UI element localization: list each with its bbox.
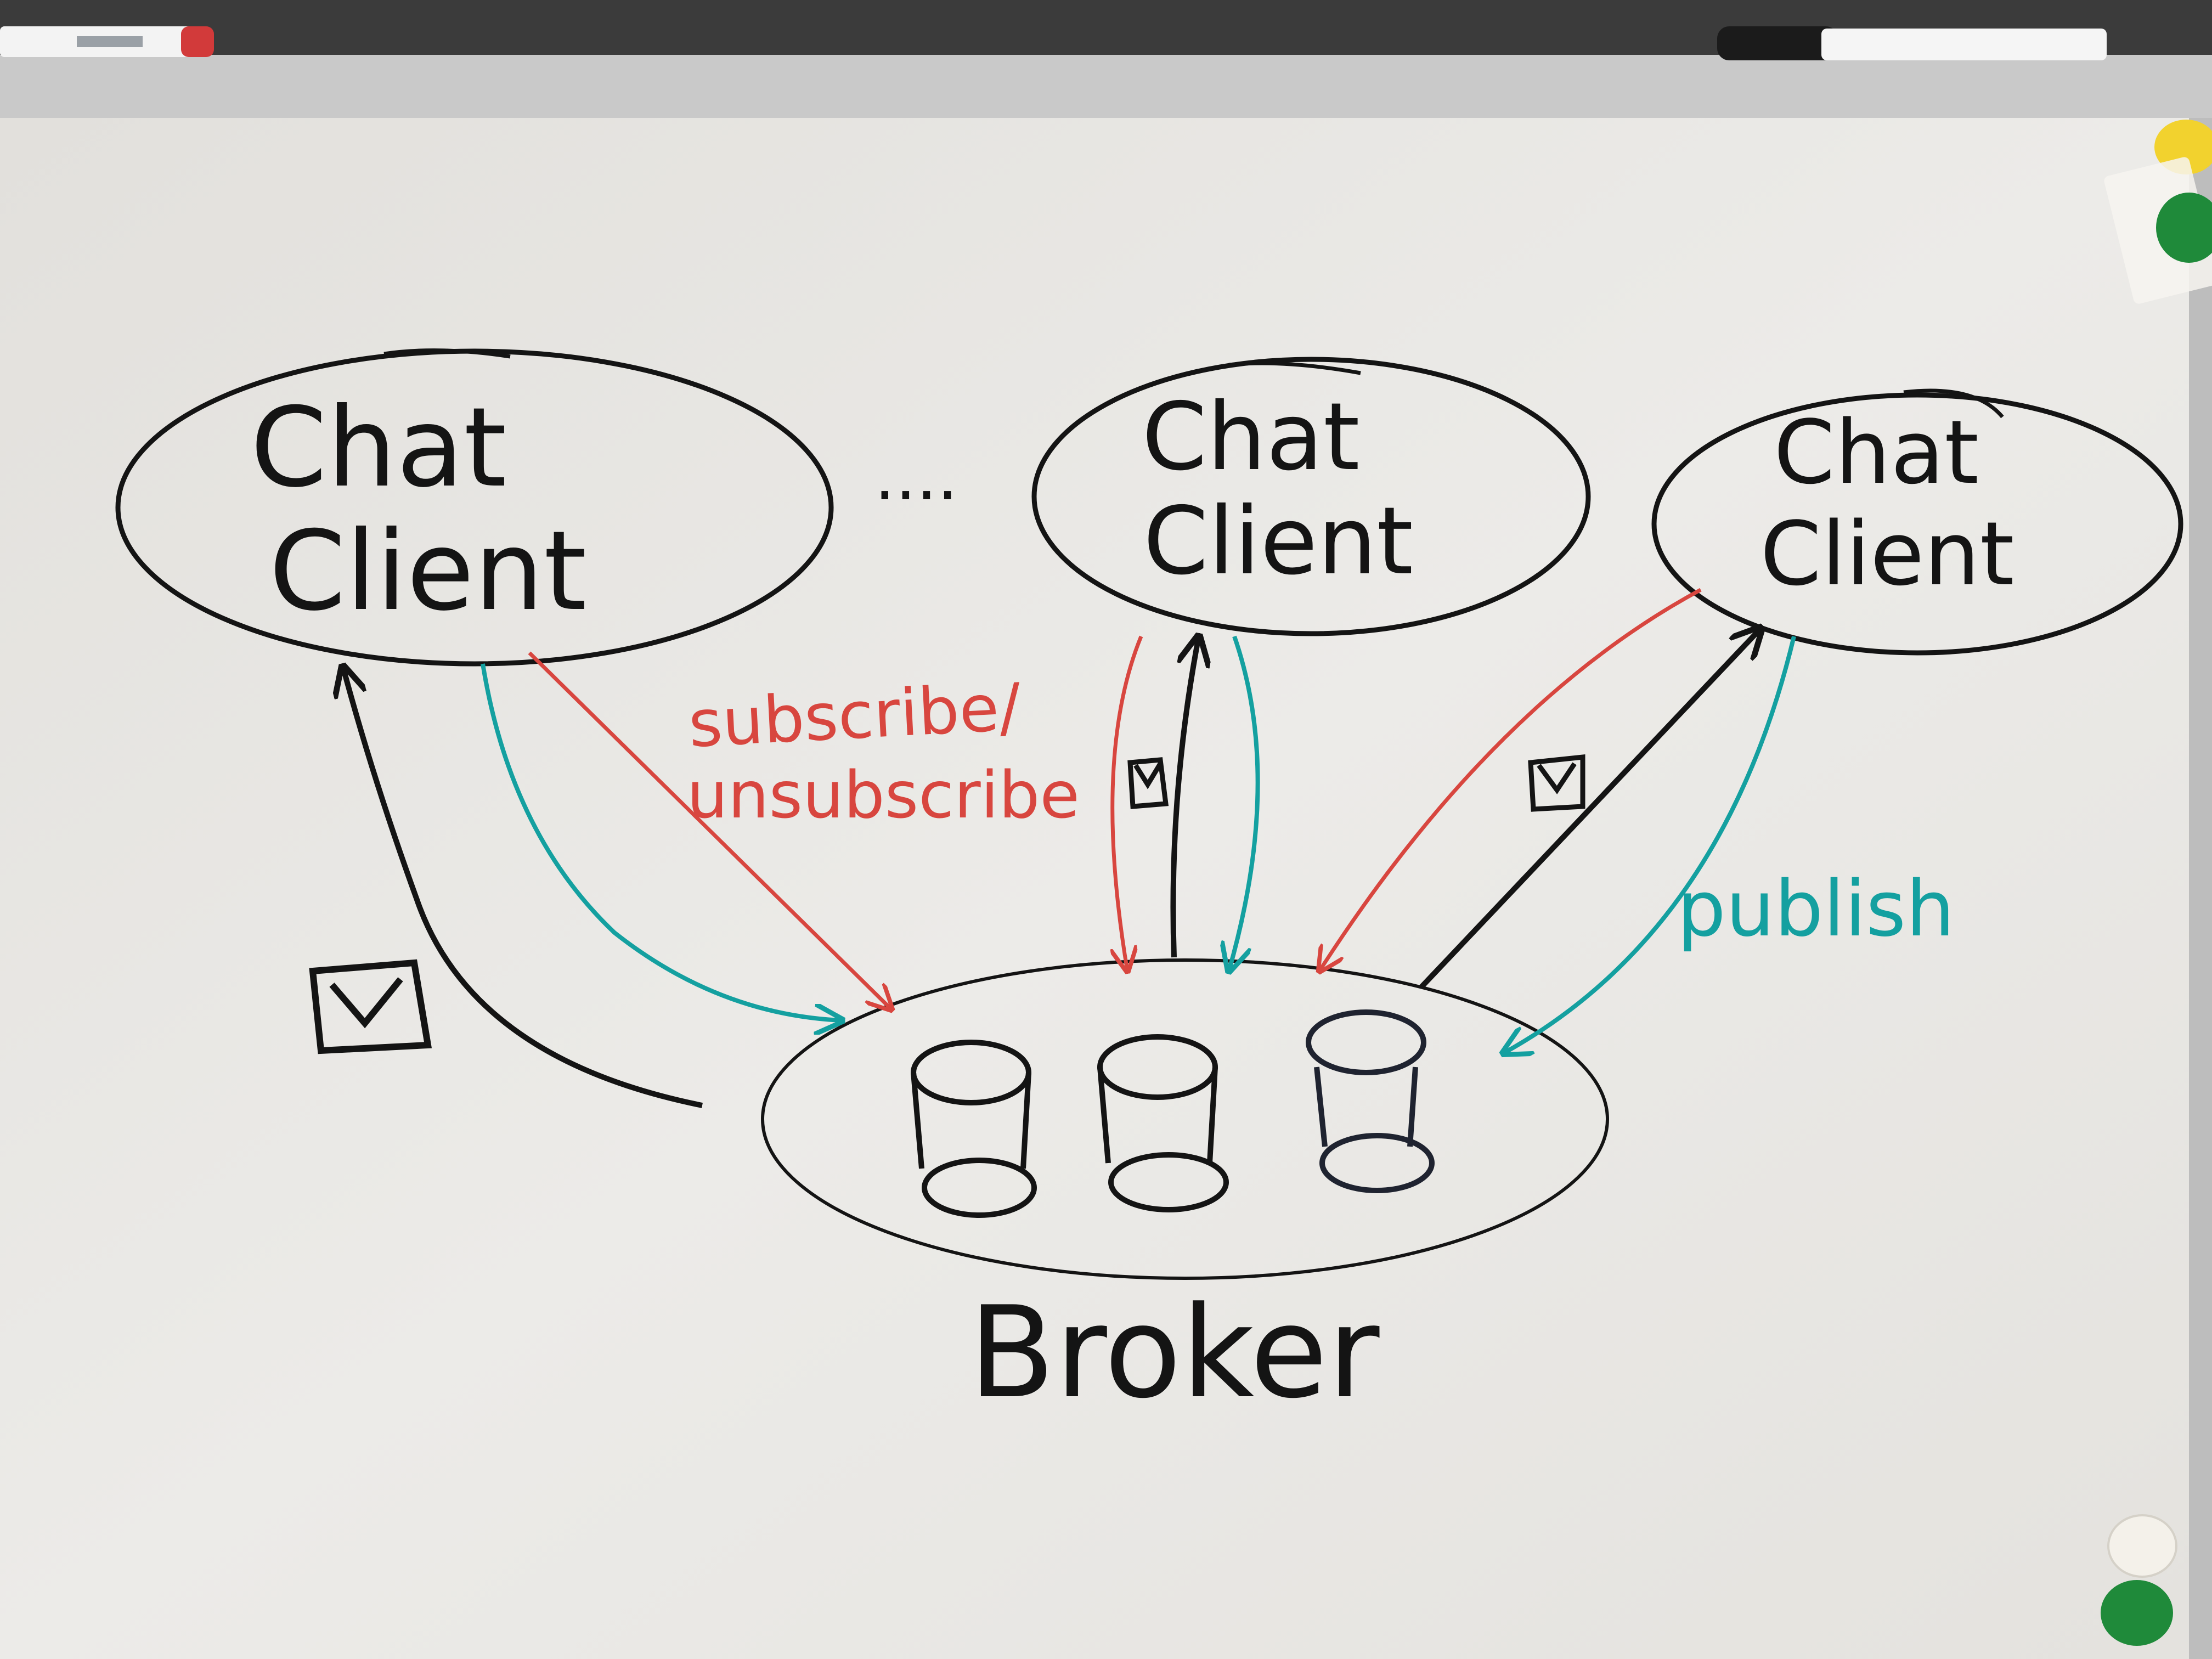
chat-client-right: Chat Client: [1651, 388, 2183, 656]
green-magnet-bottom: [2101, 1580, 2173, 1646]
ellipsis-more-clients: ....: [874, 439, 958, 515]
queue-cylinder-icon: [911, 1040, 1037, 1218]
arrow-left-client-publish: [481, 663, 842, 1020]
broker-label: Broker: [968, 1280, 1380, 1426]
broker-ellipse: [761, 958, 1609, 1280]
board-frame-right: [2189, 118, 2212, 1659]
yellow-magnet: [2154, 120, 2212, 174]
publish-label: publish: [1677, 865, 1955, 954]
client-label-line2: Client: [269, 507, 586, 635]
client-label-line1: Chat: [1774, 401, 1979, 504]
arrow-left-client-subscribe: [528, 651, 891, 1009]
arrow-right-client-publish: [1503, 636, 1796, 1053]
client-label-line2: Client: [1143, 487, 1413, 596]
arrow-broker-to-right-client: [1419, 628, 1761, 990]
red-marker: [0, 26, 214, 57]
green-magnet-top: [2156, 193, 2212, 263]
envelope-icon: [1127, 757, 1169, 809]
arrow-middle-client-subscribe: [1113, 635, 1143, 971]
envelope-icon: [309, 959, 432, 1054]
client-ellipse: [1031, 357, 1591, 636]
arrow-right-client-subscribe: [1319, 588, 1702, 971]
arrow-broker-to-middle-client: [1170, 636, 1199, 958]
black-marker: [1717, 26, 2107, 60]
client-label-line1: Chat: [1142, 383, 1359, 492]
white-magnet: [2107, 1514, 2177, 1578]
board-surface: [0, 118, 2189, 1659]
client-ellipse: [1651, 392, 2183, 656]
envelope-icon: [1528, 754, 1585, 812]
subscribe-label-line2: unsubscribe: [687, 757, 1080, 833]
broker: Broker: [761, 958, 1609, 1426]
client-label-line1: Chat: [250, 384, 506, 512]
subscribe-label-line1: subscribe/: [687, 669, 1023, 762]
client-label-line2: Client: [1760, 503, 2014, 605]
queue-cylinder-icon: [1097, 1034, 1229, 1212]
chat-client-middle: Chat Client: [1031, 357, 1591, 636]
chat-client-left: Chat Client: [115, 348, 834, 667]
arrow-middle-client-publish: [1229, 635, 1260, 971]
arrow-broker-to-left-client: [343, 667, 703, 1108]
queue-cylinder-icon: [1306, 1009, 1435, 1193]
